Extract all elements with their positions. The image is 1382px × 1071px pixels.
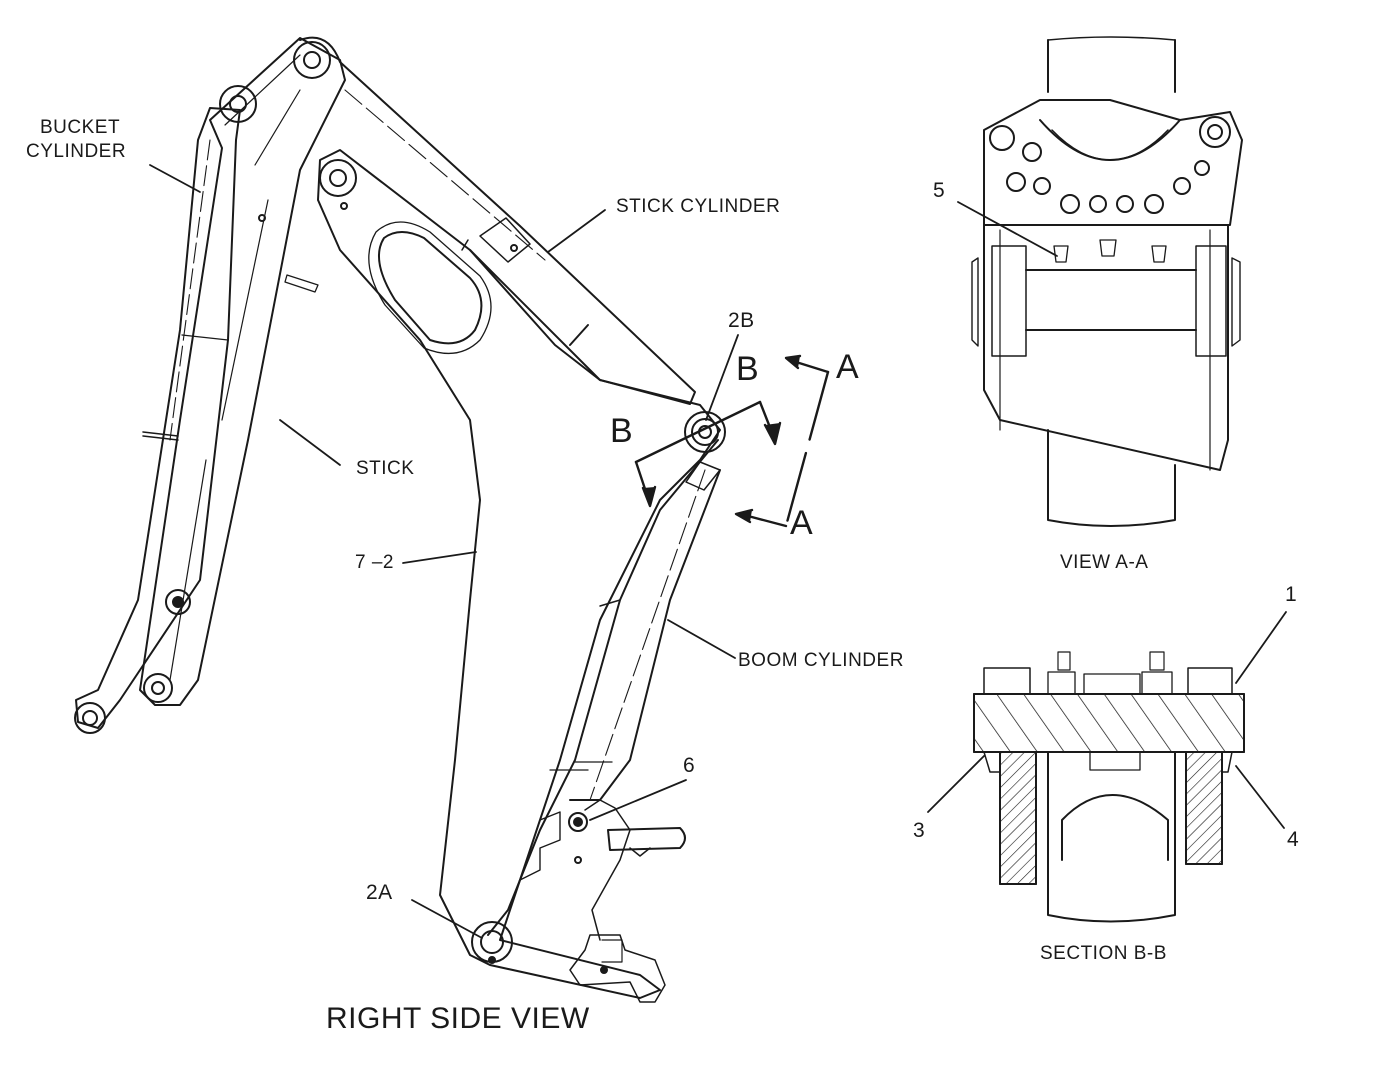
stick-cylinder-part xyxy=(293,36,696,405)
stick-cylinder-label: STICK CYLINDER xyxy=(616,196,781,217)
callout-3: 3 xyxy=(913,819,926,842)
callout-1: 1 xyxy=(1285,583,1298,606)
section-b-cut-line xyxy=(634,400,782,508)
section-b-right-letter: B xyxy=(736,350,759,388)
leader-lines xyxy=(149,164,739,939)
callout-2b: 2B xyxy=(728,309,755,332)
bucket-cylinder-label-line1: BUCKET xyxy=(40,117,121,138)
boom-cylinder-part xyxy=(487,439,721,1003)
bucket-cylinder-label-line2: CYLINDER xyxy=(26,141,127,162)
section-b-left-letter: B xyxy=(610,412,633,450)
boom-cylinder-label: BOOM CYLINDER xyxy=(738,650,904,671)
view-aa-drawing xyxy=(957,36,1243,527)
view-a-bottom-letter: A xyxy=(790,504,813,542)
section-bb-title: SECTION B-B xyxy=(1040,943,1167,964)
callout-2a: 2A xyxy=(366,881,393,904)
pin-2b xyxy=(684,411,726,453)
callout-6: 6 xyxy=(683,754,696,777)
bucket-cylinder-part xyxy=(74,85,257,734)
view-a-cut-line xyxy=(734,354,830,528)
boom-part xyxy=(317,149,721,999)
view-aa-title: VIEW A-A xyxy=(1060,552,1149,573)
boom-label: 7 –2 xyxy=(355,552,394,573)
view-a-top-letter: A xyxy=(836,348,859,386)
stick-part xyxy=(139,37,346,706)
section-bb-drawing xyxy=(927,611,1287,923)
callout-5: 5 xyxy=(933,179,946,202)
callout-4: 4 xyxy=(1287,828,1300,851)
right-side-view-title: RIGHT SIDE VIEW xyxy=(326,1002,590,1035)
stick-label: STICK xyxy=(356,458,415,479)
pin-2a xyxy=(471,921,513,964)
